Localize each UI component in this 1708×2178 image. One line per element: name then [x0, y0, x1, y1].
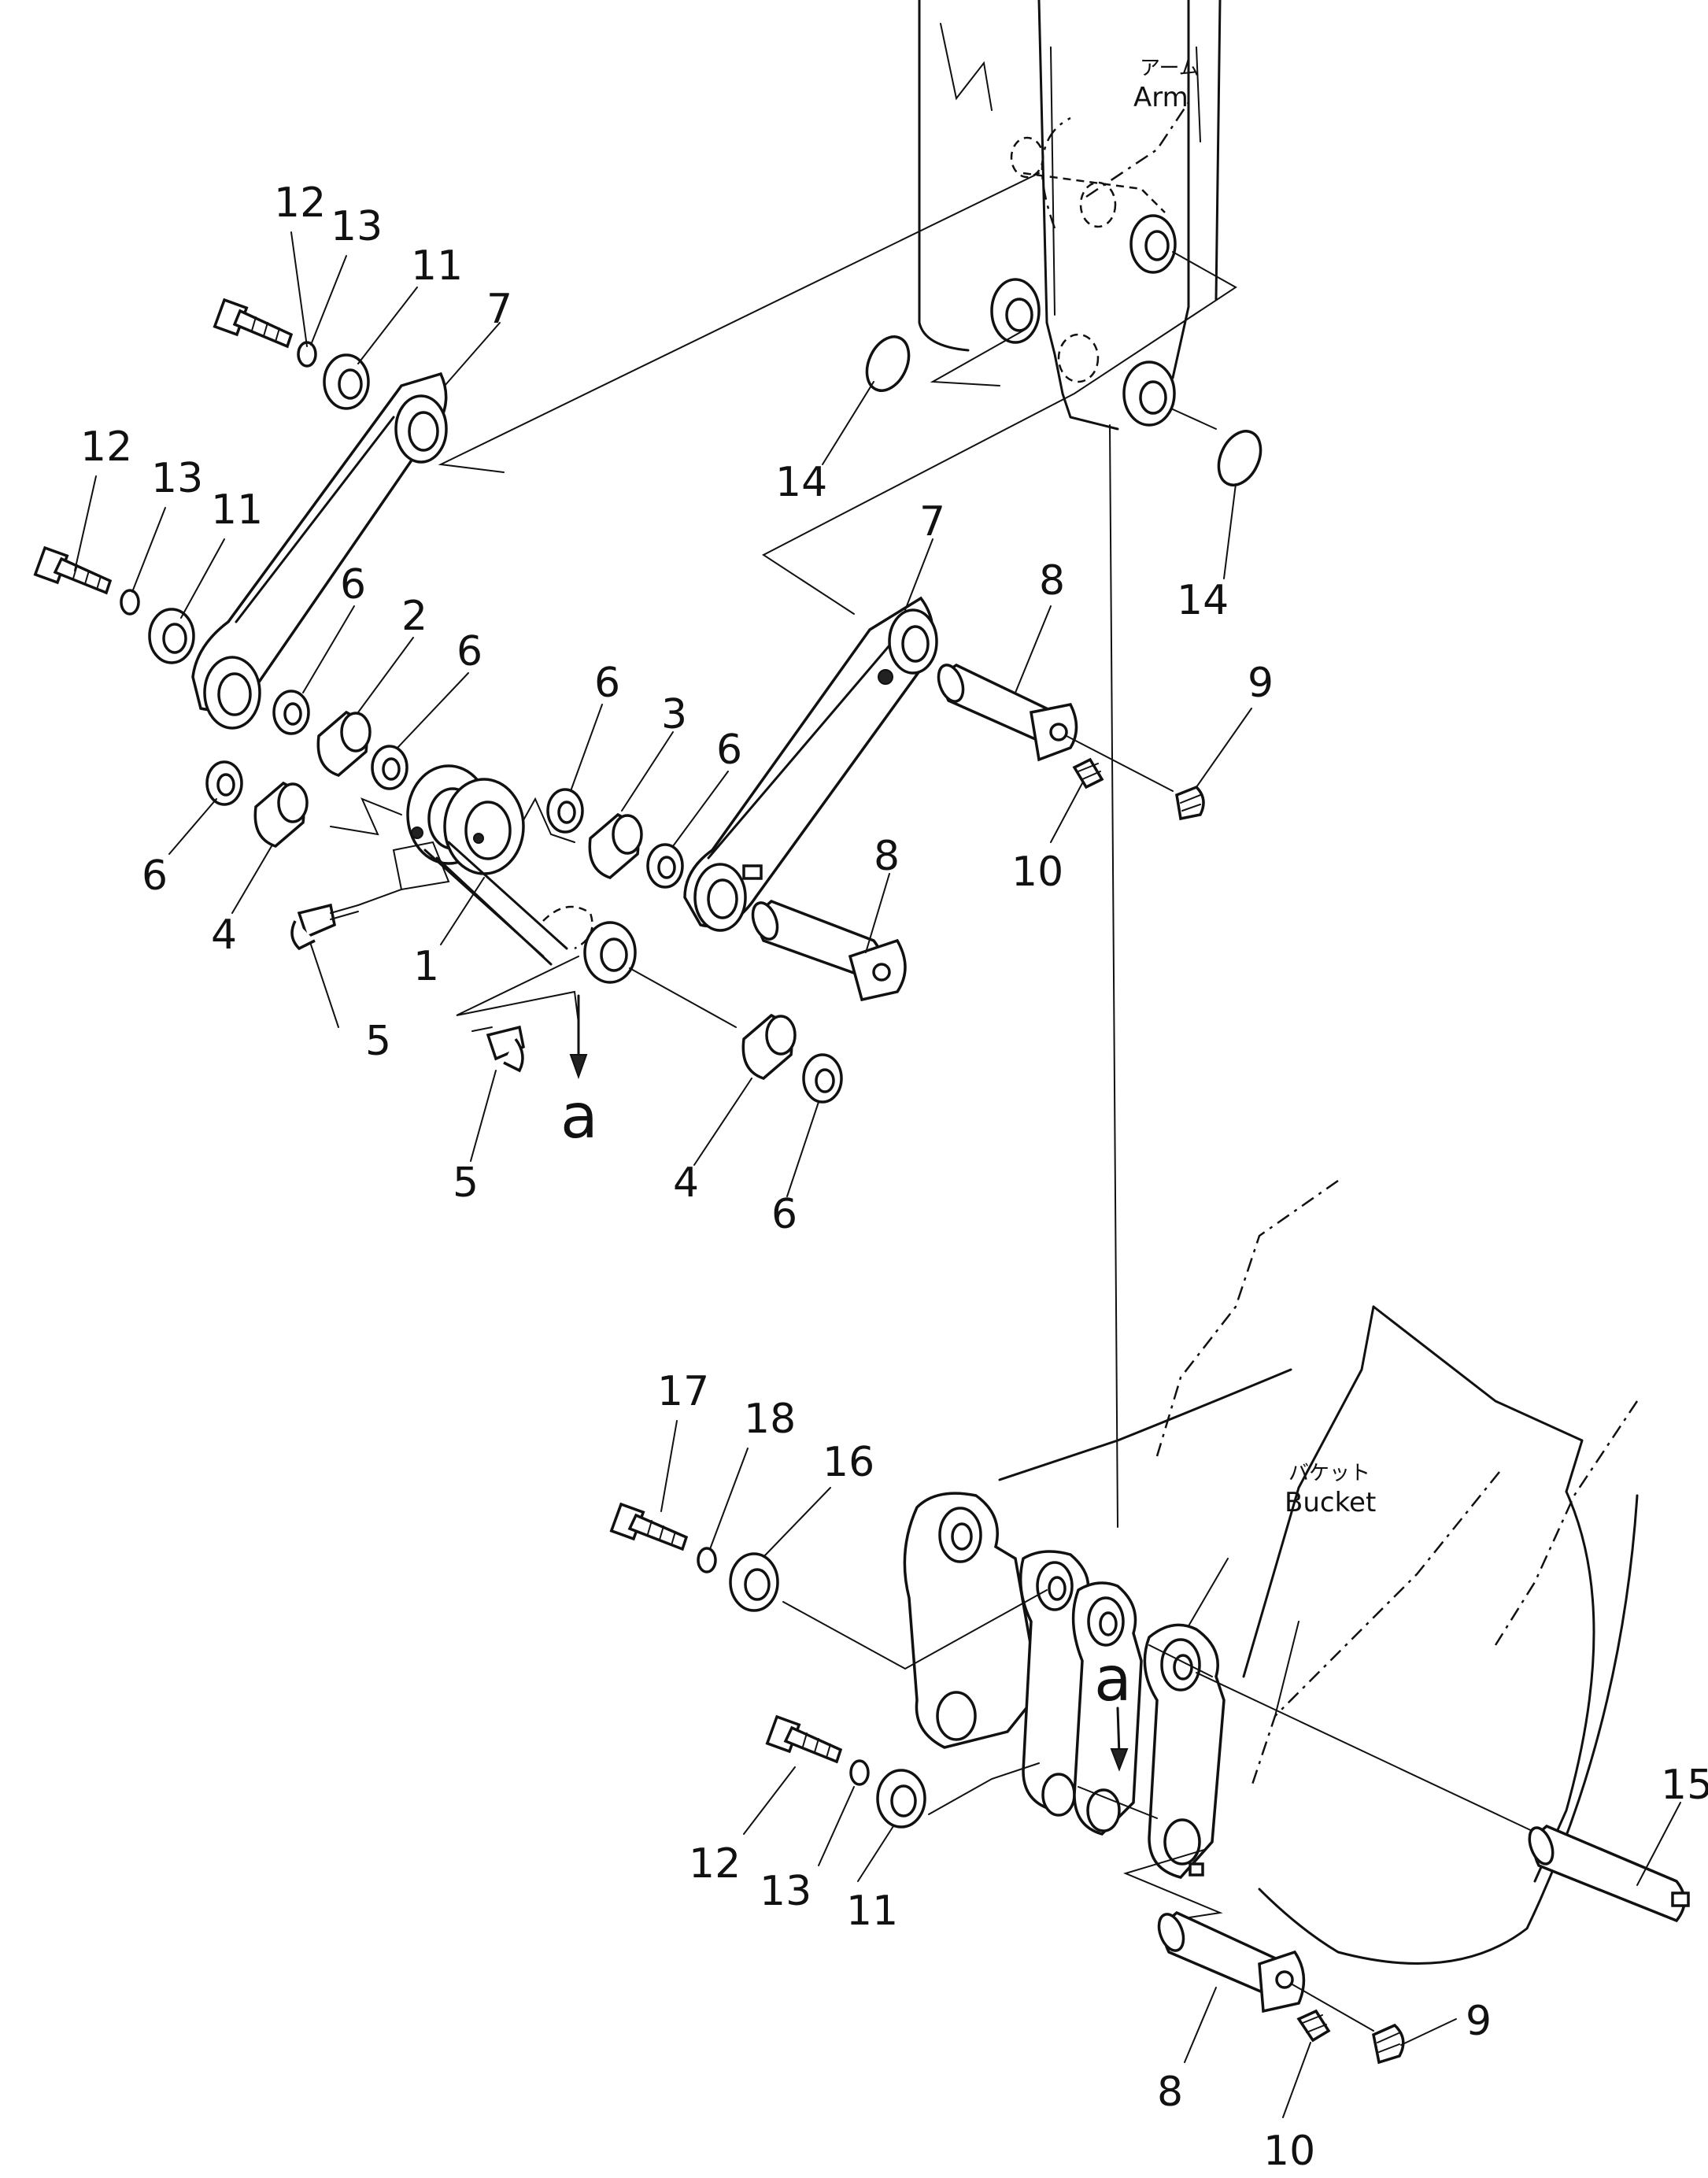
callout-11: 11	[846, 1888, 898, 1935]
arm-label-jp: アーム	[1140, 57, 1200, 80]
bushing-11-lower	[876, 1769, 926, 1829]
bushing-3	[588, 812, 643, 879]
callout-6: 6	[594, 660, 620, 707]
bucket-label-jp: バケット	[1288, 1462, 1370, 1485]
callout-13: 13	[331, 203, 383, 250]
rod-link-1	[330, 764, 637, 1024]
callout-14: 14	[1177, 577, 1229, 624]
callout-7: 7	[919, 498, 945, 545]
callout-17: 17	[657, 1368, 709, 1415]
o-ring-14-left	[865, 335, 911, 392]
seal-6-e	[205, 760, 243, 806]
bucket-bracket-right	[1143, 1623, 1226, 1879]
callout-12: 12	[274, 179, 326, 227]
callout-9: 9	[1248, 660, 1274, 707]
callout-leaders	[74, 231, 1681, 2118]
callout-12: 12	[80, 423, 132, 471]
callout-6: 6	[142, 852, 168, 900]
bolt-12-upper	[213, 298, 294, 349]
callout-5: 5	[453, 1159, 479, 1207]
callout-16: 16	[823, 1439, 874, 1486]
arm-structure: アーム Arm	[918, 0, 1222, 1528]
bucket-structure: バケット Bucket	[998, 1179, 1639, 1965]
seal-6-d	[646, 843, 684, 889]
callout-11: 11	[211, 486, 263, 534]
callout-13: 13	[151, 455, 203, 502]
callout-numbers: 12 13 11 7 12 13 11 6 2 6 6 3 6 6 4 5 1 …	[80, 179, 1708, 2175]
callout-11: 11	[411, 242, 463, 290]
callout-8: 8	[874, 833, 900, 880]
callout-6: 6	[771, 1191, 797, 1238]
grease-fitting-5-left	[290, 889, 402, 951]
bucket-label-en: Bucket	[1285, 1487, 1376, 1518]
o-ring-14-right	[1217, 430, 1263, 486]
callout-8: 8	[1157, 2069, 1183, 2116]
bushing-4-right	[741, 1013, 797, 1080]
lock-10-upper	[1072, 757, 1104, 789]
bushing-4-left	[253, 781, 309, 848]
seal-6-f	[802, 1053, 843, 1104]
callout-12: 12	[689, 1840, 741, 1888]
callout-6: 6	[340, 561, 366, 608]
washer-18	[697, 1547, 717, 1573]
callout-9: 9	[1466, 1998, 1492, 2045]
pin-8-upper	[937, 664, 1174, 792]
callout-8: 8	[1039, 557, 1065, 605]
bucket-bracket-middle2	[1071, 1581, 1143, 1836]
callout-3: 3	[661, 691, 687, 738]
callout-6: 6	[716, 727, 742, 774]
arm-label-en: Arm	[1133, 82, 1189, 113]
cap-9-upper	[1175, 785, 1205, 821]
view-arrow-a-upper: a	[560, 994, 598, 1152]
lock-10-lower	[1296, 2009, 1331, 2043]
seal-6-b	[371, 745, 409, 790]
callout-10: 10	[1011, 849, 1063, 896]
callout-4: 4	[673, 1159, 699, 1207]
bolt-12-middle	[33, 545, 113, 595]
callout-14: 14	[775, 459, 827, 506]
callout-13: 13	[760, 1868, 811, 1915]
callout-4: 4	[211, 912, 237, 959]
callout-6: 6	[457, 628, 482, 675]
callout-18: 18	[744, 1396, 796, 1443]
link-7-left	[191, 372, 448, 730]
bolt-12-lower	[765, 1714, 843, 1764]
callout-15: 15	[1661, 1762, 1708, 1809]
washer-13-lower	[849, 1759, 870, 1786]
link-7-right	[683, 596, 938, 932]
callout-10: 10	[1263, 2128, 1315, 2175]
bucket-bracket-left	[903, 1492, 1041, 1749]
callout-2: 2	[401, 593, 427, 640]
bushing-16	[729, 1552, 779, 1612]
callout-1: 1	[413, 943, 439, 990]
view-arrow-a-lower: a	[1094, 1644, 1132, 1772]
callout-7: 7	[486, 286, 512, 333]
bushing-11-upper	[323, 353, 370, 410]
pin-8-middle	[751, 900, 907, 1002]
bolt-17	[609, 1502, 689, 1551]
cap-9-lower	[1372, 2023, 1405, 2065]
bushing-2	[316, 710, 372, 777]
view-label-a-lower: a	[1094, 1644, 1132, 1715]
view-label-a-upper: a	[560, 1082, 598, 1152]
washer-13-middle	[120, 589, 140, 616]
callout-5: 5	[365, 1018, 391, 1065]
bushing-11-middle	[148, 608, 195, 664]
seal-6-a	[272, 690, 310, 735]
seal-6-c	[546, 788, 584, 834]
pin-8-lower	[1157, 1910, 1374, 2032]
pin-15	[1196, 1672, 1690, 1923]
grease-fitting-5-right	[471, 1025, 525, 1073]
